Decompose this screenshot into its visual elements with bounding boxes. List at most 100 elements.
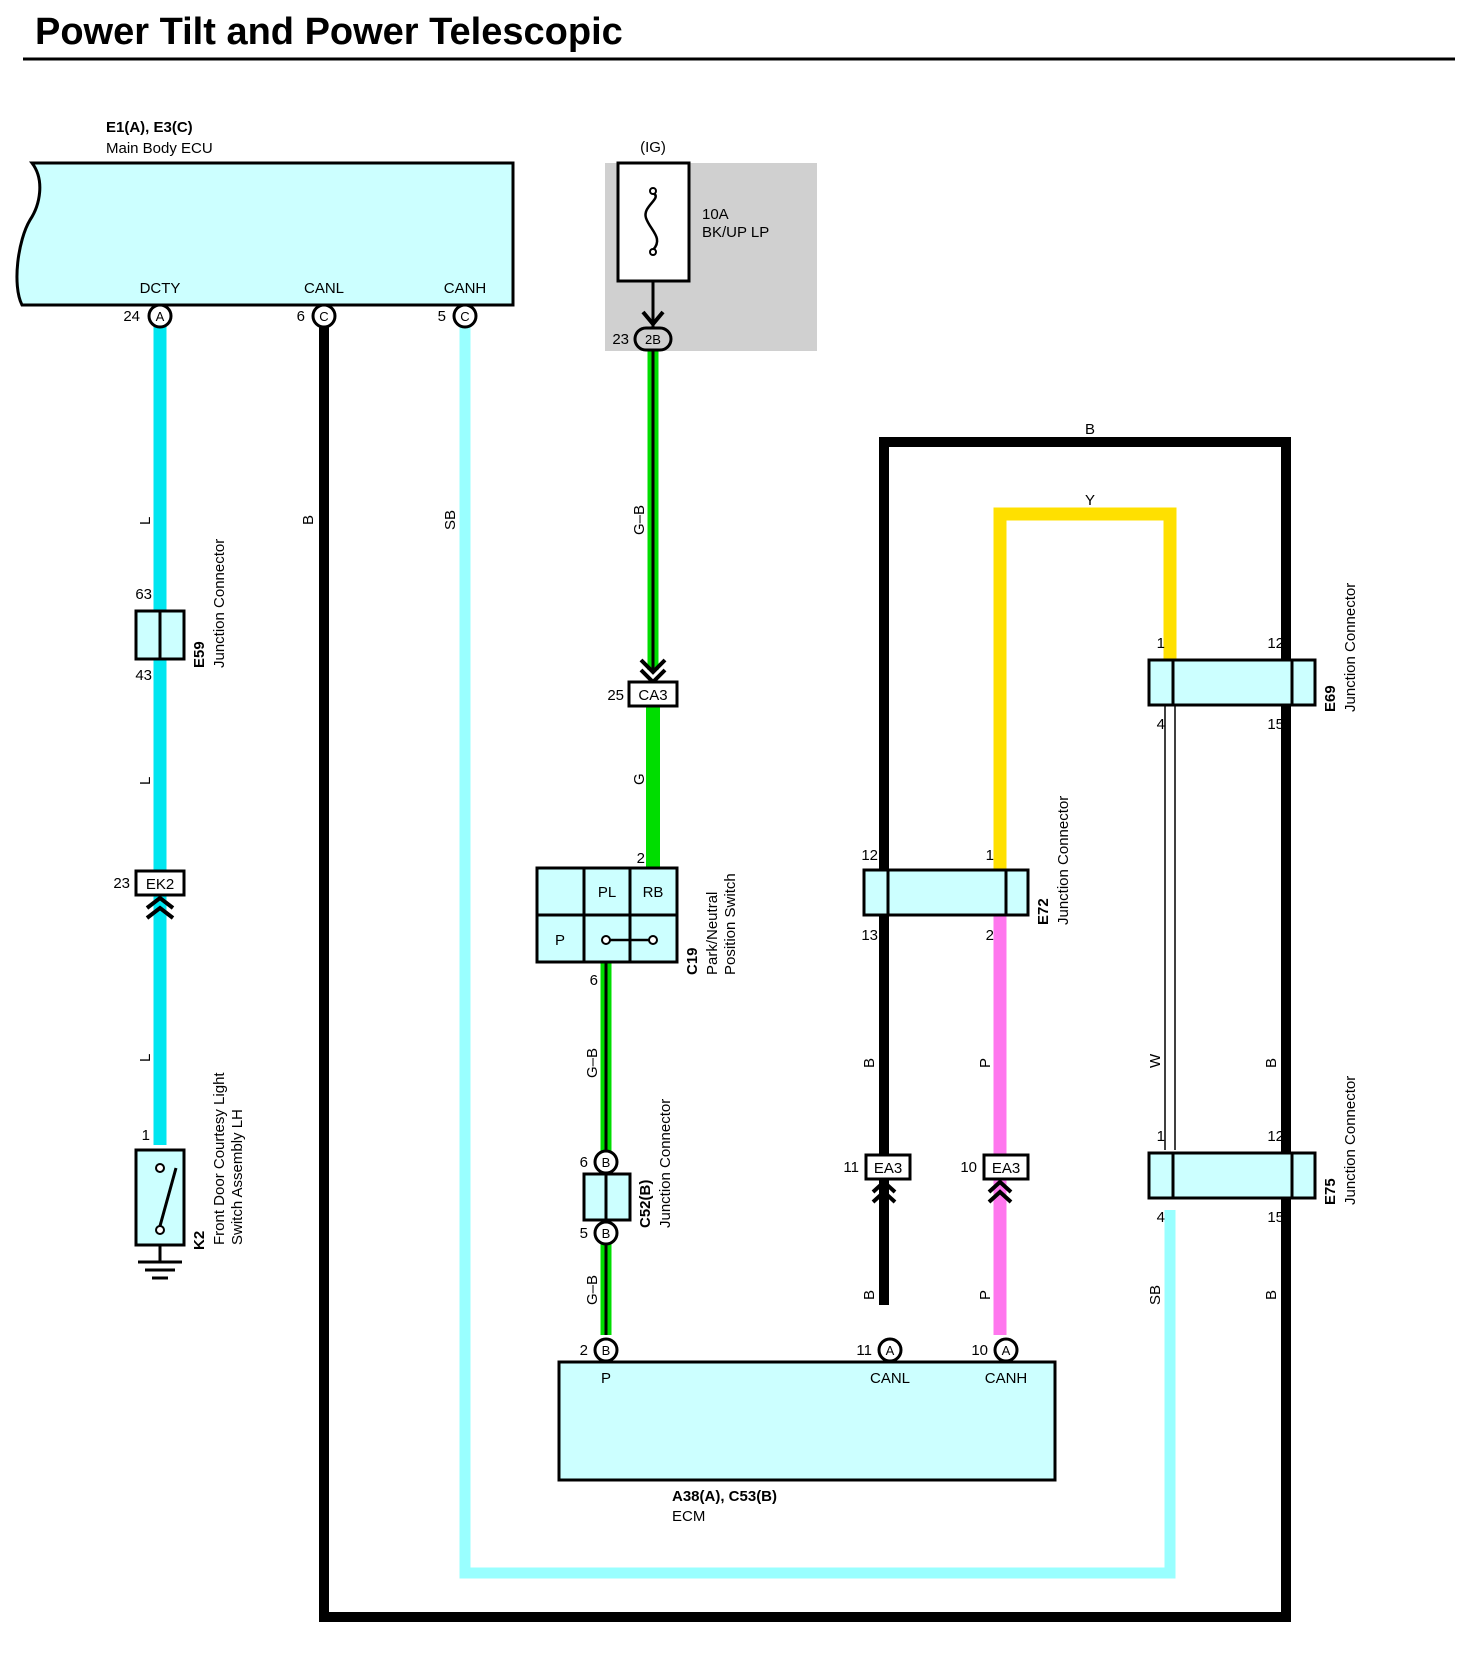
main-ecu-connector-c1: C — [319, 309, 328, 324]
c19-cell-pl: PL — [598, 884, 616, 901]
c52-letter-bottom: B — [602, 1226, 611, 1241]
e59-pin-bottom: 43 — [135, 667, 152, 684]
ea3-left-pin: 11 — [843, 1159, 859, 1176]
main-ecu-pin-canl: CANL — [304, 280, 344, 297]
fuse-rating: 10A — [702, 206, 729, 223]
c52-name: Junction Connector — [657, 1099, 674, 1228]
main-ecu-connector-a: A — [156, 309, 165, 324]
e72-pin-2: 2 — [986, 927, 994, 944]
ea3-right-pin: 10 — [960, 1159, 977, 1176]
ek2-code: EK2 — [146, 876, 174, 893]
wire-label-gb-upper: G–B — [631, 505, 648, 535]
main-ecu-pin-canh: CANH — [444, 280, 487, 297]
wire-label-w: W — [1147, 1053, 1164, 1068]
e75-pin-12: 12 — [1267, 1128, 1284, 1145]
k2-code: K2 — [191, 1231, 208, 1250]
wire-label-b-right: B — [1263, 1058, 1280, 1068]
fuse-connector-code: 2B — [645, 332, 661, 347]
wire-label-l-1: L — [137, 517, 154, 525]
ca3-chevron-1 — [639, 658, 667, 675]
e69-code: E69 — [1322, 685, 1339, 712]
main-ecu-name: Main Body ECU — [106, 140, 213, 157]
fuse-arrow-icon — [641, 310, 665, 328]
page-title: Power Tilt and Power Telescopic — [35, 11, 623, 53]
e59-pin-top: 63 — [135, 586, 152, 603]
wire-label-loop-b: B — [1085, 421, 1095, 438]
ea3-right-chevron-1 — [987, 1179, 1013, 1194]
fuse-name: BK/UP LP — [702, 224, 769, 241]
c52-pin-circle-bottom — [593, 1220, 619, 1246]
e69-pin-12: 12 — [1267, 635, 1284, 652]
ecm-pin-p: P — [601, 1370, 611, 1387]
ea3-right-code: EA3 — [992, 1160, 1020, 1177]
ea3-right-box — [982, 1153, 1030, 1181]
main-ecu-connector-c2: C — [460, 309, 469, 324]
e59-name: Junction Connector — [211, 539, 228, 668]
fuse-source: (IG) — [640, 139, 666, 156]
c19-code: C19 — [684, 947, 701, 975]
ecm-pin-canh: CANH — [985, 1370, 1028, 1387]
e75-name: Junction Connector — [1342, 1076, 1359, 1205]
k2-name-2: Switch Assembly LH — [229, 1109, 246, 1245]
wire-canh-sb-loop — [459, 318, 1176, 1579]
fuse-terminal-top — [649, 187, 657, 195]
k2-name-1: Front Door Courtesy Light — [211, 1072, 228, 1245]
ek2-chevron-2 — [145, 905, 175, 920]
wire-label-b-e75: B — [1263, 1290, 1280, 1300]
wire-canl-b-loop — [319, 318, 1291, 1622]
ea3-left-code: EA3 — [874, 1160, 902, 1177]
ea3-right-chevron-2 — [987, 1189, 1013, 1204]
ek2-chevron-1 — [145, 895, 175, 910]
ek2-pin: 23 — [113, 875, 130, 892]
ea3-left-box — [864, 1153, 912, 1181]
fuse-icon — [644, 191, 659, 251]
e69-box — [1147, 658, 1317, 707]
wire-label-g: G — [631, 773, 648, 785]
e69-name: Junction Connector — [1342, 583, 1359, 712]
wire-label-p-e72: P — [977, 1058, 994, 1068]
e75-pin-1: 1 — [1157, 1128, 1165, 1145]
c19-cell-p: P — [555, 932, 565, 949]
wire-label-sb-main: SB — [442, 510, 459, 530]
e72-name: Junction Connector — [1055, 796, 1072, 925]
ca3-pin: 25 — [607, 687, 624, 704]
fuse-terminal-bottom — [649, 248, 657, 256]
main-ecu-pinno-5: 5 — [438, 308, 446, 325]
c19-contact-right — [648, 935, 658, 945]
ecm-pin-canl: CANL — [870, 1370, 910, 1387]
ek2-box — [134, 869, 186, 897]
k2-contact-bottom — [155, 1225, 165, 1235]
c19-cell-rb: RB — [643, 884, 664, 901]
main-ecu-pin-circle-canh — [452, 303, 478, 329]
ca3-box — [627, 680, 679, 708]
c19-contact-left — [601, 935, 611, 945]
main-ecu-pinno-6: 6 — [297, 308, 305, 325]
main-ecu-pin-dcty: DCTY — [140, 280, 181, 297]
ea3-left-chevron-2 — [871, 1189, 897, 1204]
e75-code: E75 — [1322, 1178, 1339, 1205]
c52-pin-bottom: 5 — [580, 1225, 588, 1242]
wire-label-l-2: L — [137, 777, 154, 785]
e72-pin-1: 1 — [986, 847, 994, 864]
ecm-connector-a1: A — [886, 1343, 895, 1358]
ecm-connector-b: B — [602, 1343, 611, 1358]
e75-pin-15: 15 — [1267, 1209, 1284, 1226]
e75-box — [1147, 1151, 1317, 1200]
c52-code: C52(B) — [637, 1180, 654, 1228]
c19-name-2: Position Switch — [722, 873, 739, 975]
ecm-pinno-2: 2 — [580, 1342, 588, 1359]
wire-label-b-ea3: B — [861, 1290, 878, 1300]
wire-label-b-e72: B — [861, 1058, 878, 1068]
ecm-pin-circle-p — [593, 1337, 619, 1363]
e72-pin-12: 12 — [861, 847, 878, 864]
e69-pin-4: 4 — [1157, 716, 1165, 733]
ecm-code: A38(A), C53(B) — [672, 1488, 777, 1505]
c19-pin-bottom: 6 — [590, 972, 598, 989]
main-ecu-pin-circle-dcty — [147, 303, 173, 329]
e72-pin-13: 13 — [861, 927, 878, 944]
k2-contact-top — [155, 1163, 165, 1173]
e69-pin-15: 15 — [1267, 716, 1284, 733]
wire-label-gb-c19: G–B — [584, 1048, 601, 1078]
main-ecu-pin-circle-canl — [311, 303, 337, 329]
